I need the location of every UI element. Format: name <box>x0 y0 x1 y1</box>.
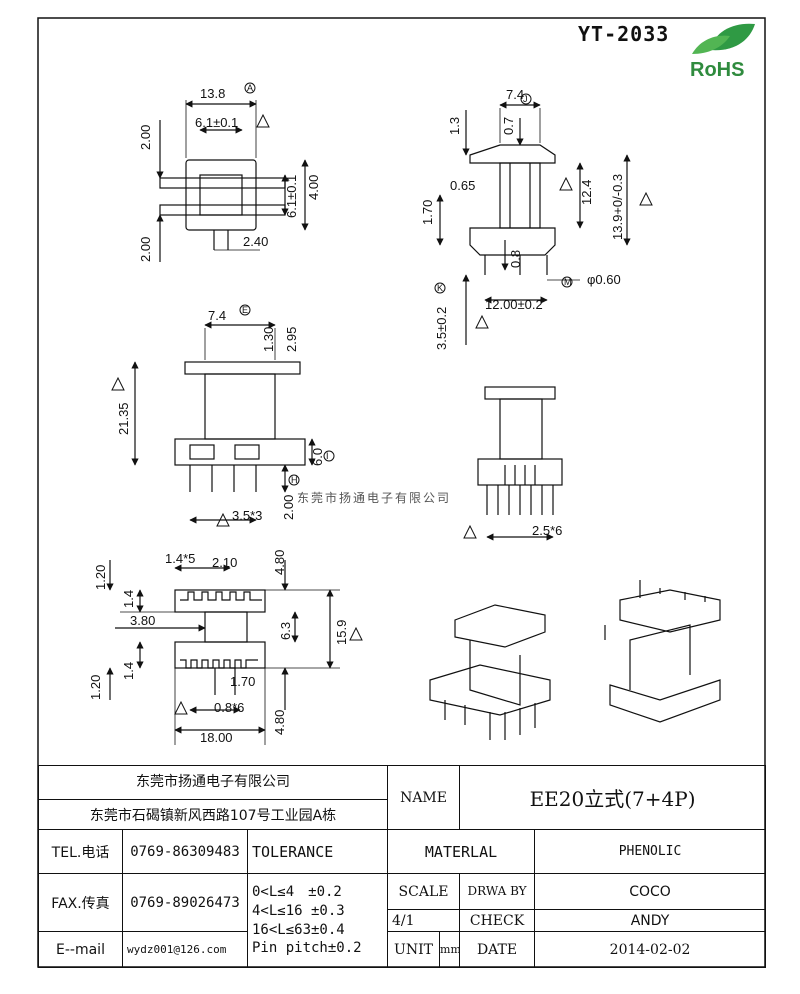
dim-label: 3.5*3 <box>232 508 262 523</box>
dim-label: 6.0 <box>310 448 325 466</box>
dim-label: 0.8*6 <box>214 700 244 715</box>
front-view <box>131 321 316 524</box>
svg-text:I: I <box>326 451 329 461</box>
drawn-label: DRWA BY <box>459 873 536 910</box>
title-block: 东莞市扬通电子有限公司 NAME EE20立式(7+4P) 东莞市石碣镇新风西路… <box>37 765 767 968</box>
tel-value: 0769-86309483 <box>122 829 248 874</box>
dim-label: 2.10 <box>212 555 237 570</box>
name-label: NAME <box>387 765 461 830</box>
part-name: EE20立式(7+4P) <box>459 765 767 830</box>
dim-label: 2.5*6 <box>532 523 562 538</box>
tolerance-line: 4<L≤16 ±0.3 <box>252 902 345 919</box>
triangle-markers <box>111 113 653 715</box>
dim-label: 12.00±0.2 <box>485 297 543 312</box>
dim-label: φ0.60 <box>587 272 621 287</box>
isometric-view-1 <box>429 604 551 740</box>
leaf-icon <box>692 35 730 54</box>
scale-label: SCALE <box>387 873 461 910</box>
dim-label: 4.80 <box>272 710 287 735</box>
dim-label: 1.4 <box>121 590 136 608</box>
dim-label: 0.7 <box>501 117 516 135</box>
company-address: 东莞市石碣镇新风西路107号工业园A栋 <box>37 799 389 830</box>
tolerance-table: 0<L≤4 ±0.2 4<L≤16 ±0.3 16<L≤63±0.4 Pin p… <box>246 873 389 968</box>
watermark-text: 东莞市扬通电子有限公司 <box>297 490 451 505</box>
dim-label: 13.8 <box>200 86 225 101</box>
dim-label: 1.4*5 <box>165 551 195 566</box>
tel-label: TEL.电话 <box>38 829 123 874</box>
dim-label: 18.00 <box>200 730 233 745</box>
svg-text:A: A <box>247 83 253 93</box>
dim-label: 1.30 <box>261 327 276 352</box>
svg-text:H: H <box>291 475 298 485</box>
bottom-view <box>106 560 340 745</box>
dim-label: 1.20 <box>88 675 103 700</box>
dim-label: 2.00 <box>138 125 153 150</box>
unit-value: mm <box>439 931 461 968</box>
email-value: wydz001@126.com <box>122 931 248 968</box>
dim-label: 6.3 <box>278 622 293 640</box>
isometric-view-2 <box>604 580 721 723</box>
dim-label: 3.80 <box>130 613 155 628</box>
date-value: 2014-02-02 <box>534 931 767 968</box>
fax-value: 0769-89026473 <box>122 873 248 932</box>
drawn-value: COCO <box>534 873 767 910</box>
dim-label: 6.1±0.1 <box>284 175 299 218</box>
part-code: YT-2033 <box>578 22 670 46</box>
svg-text:M: M <box>564 277 572 287</box>
dim-label: 15.9 <box>334 620 349 645</box>
dim-label: 0.8 <box>508 250 523 268</box>
tolerance-line: 16<L≤63±0.4 <box>252 921 345 938</box>
tolerance-line: Pin pitch±0.2 <box>252 940 362 957</box>
svg-text:J: J <box>523 94 528 104</box>
svg-text:E: E <box>242 305 248 315</box>
dim-label: 13.9+0/-0.3 <box>610 174 625 240</box>
dim-label: 1.70 <box>420 200 435 225</box>
dim-label: 2.00 <box>138 237 153 262</box>
svg-text:K: K <box>437 283 443 293</box>
dim-label: 4.80 <box>272 550 287 575</box>
check-value: ANDY <box>534 909 767 932</box>
dim-label: 4.00 <box>306 175 321 200</box>
dim-label: 7.4 <box>208 308 226 323</box>
dim-label: 6.1±0.1 <box>195 115 238 130</box>
material-label: MATERLAL <box>387 829 536 874</box>
email-label: E--mail <box>38 931 123 968</box>
rohs-text: RoHS <box>690 59 744 80</box>
dim-label: 2.40 <box>243 234 268 249</box>
top-view <box>156 100 309 262</box>
dim-label: 21.35 <box>116 402 131 435</box>
rohs-logo: RoHS <box>690 23 755 80</box>
unit-label: UNIT <box>387 931 441 968</box>
dim-label: 2.95 <box>284 327 299 352</box>
check-label: CHECK <box>459 909 536 932</box>
company-name: 东莞市扬通电子有限公司 <box>37 765 389 800</box>
dim-label: 7.4 <box>506 87 524 102</box>
fax-label: FAX.传真 <box>38 873 123 932</box>
tolerance-label: TOLERANCE <box>246 829 389 874</box>
dim-label: 0.65 <box>450 178 475 193</box>
dim-label: 2.00 <box>281 495 296 520</box>
dim-label: 1.20 <box>93 565 108 590</box>
rear-view <box>477 386 563 541</box>
dim-label: 3.5±0.2 <box>434 307 449 350</box>
tolerance-line: 0<L≤4 ±0.2 <box>252 883 342 900</box>
material-value: PHENOLIC <box>534 829 767 874</box>
date-label: DATE <box>459 931 536 968</box>
dim-label: 1.70 <box>230 674 255 689</box>
dim-label: 1.3 <box>447 117 462 135</box>
dim-label: 12.4 <box>579 180 594 205</box>
dim-label: 1.4 <box>121 662 136 680</box>
reference-markers: A J E I H M K <box>239 82 573 486</box>
dimension-labels: 13.8 6.1±0.1 2.00 2.00 6.1±0.1 4.00 2.40… <box>88 86 625 745</box>
side-view <box>436 101 631 345</box>
scale-value: 4/1 <box>387 909 461 932</box>
